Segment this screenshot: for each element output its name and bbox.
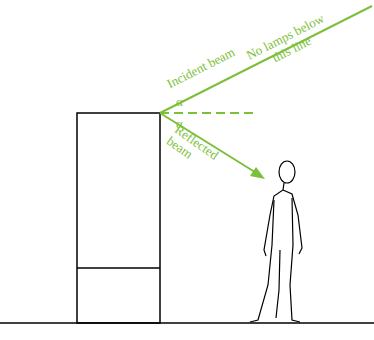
cabinet [77, 113, 160, 323]
cabinet-shelf [77, 267, 160, 269]
incident-beam [160, 6, 372, 113]
person [250, 161, 302, 322]
beam-label: Incident beam [165, 38, 252, 91]
beam-label: Reflected beam [164, 123, 234, 184]
arrow-head [250, 167, 265, 179]
angle-label: α [176, 95, 188, 109]
normal-line [160, 112, 258, 114]
note-label: No lamps below this line [238, 8, 340, 78]
ground-line [0, 322, 374, 324]
